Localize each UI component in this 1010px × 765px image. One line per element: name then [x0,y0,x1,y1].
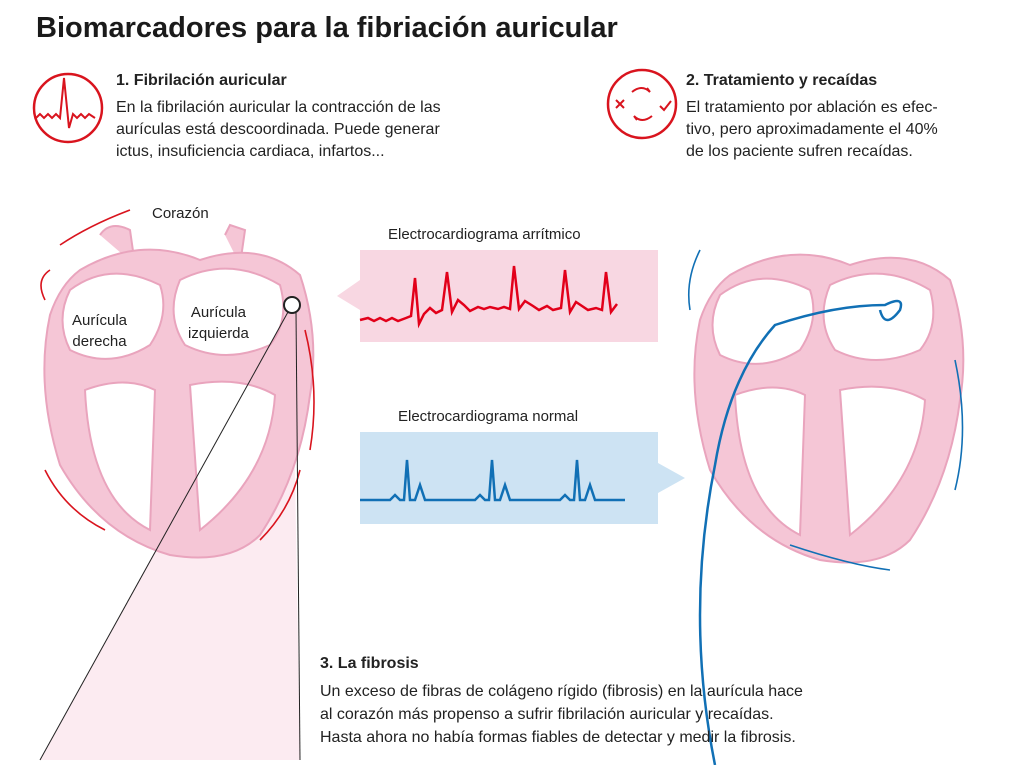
treatment-cycle-icon [606,68,678,140]
left-atrium-label: Aurícula izquierda [188,302,249,344]
ecg-arrhythmic-trace [359,265,618,329]
section3-text: Un exceso de fibras de colágeno rígido (… [320,680,803,749]
label-line: izquierda [188,325,249,342]
right-atrium-label: Aurícula derecha [72,310,127,352]
text-line: tivo, pero aproximadamente el 40% [686,121,938,138]
ecg-normal-trace [360,459,625,502]
ablation-catheter [698,299,903,765]
label-line: Aurícula [72,312,128,329]
heart-right [687,249,965,765]
page-title: Biomarcadores para la fibriación auricul… [36,12,618,44]
text-line: al corazón más propenso a sufrir fibrila… [320,706,774,723]
text-line: Un exceso de fibras de colágeno rígido (… [320,683,803,700]
text-line: aurículas está descoordinada. Puede gene… [116,121,440,138]
ecg-arrhythmic-label: Electrocardiograma arrítmico [388,226,581,243]
label-line: Aurícula [190,304,246,321]
fibrosis-marker [283,296,301,314]
section2-title: 2. Tratamiento y recaídas [686,72,878,89]
text-line: Hasta ahora no había formas fiables de d… [320,729,796,746]
text-line: de los paciente sufren recaídas. [686,143,913,160]
ecg-pulse-icon [32,72,104,144]
ecg-arrhythmic-box [337,250,658,342]
section3-title: 3. La fibrosis [320,655,419,672]
heart-left [39,209,315,761]
ecg-normal-box [360,432,685,524]
text-line: En la fibrilación auricular la contracci… [116,99,441,116]
text-line: ictus, insuficiencia cardiaca, infartos.… [116,143,385,160]
section1-text: En la fibrilación auricular la contracci… [116,97,441,163]
section1-title: 1. Fibrilación auricular [116,72,287,89]
section2-text: El tratamiento por ablación es efec- tiv… [686,97,938,163]
heart-label: Corazón [152,205,209,222]
text-line: El tratamiento por ablación es efec- [686,99,938,116]
ecg-normal-label: Electrocardiograma normal [398,408,579,425]
label-line: derecha [72,333,127,350]
